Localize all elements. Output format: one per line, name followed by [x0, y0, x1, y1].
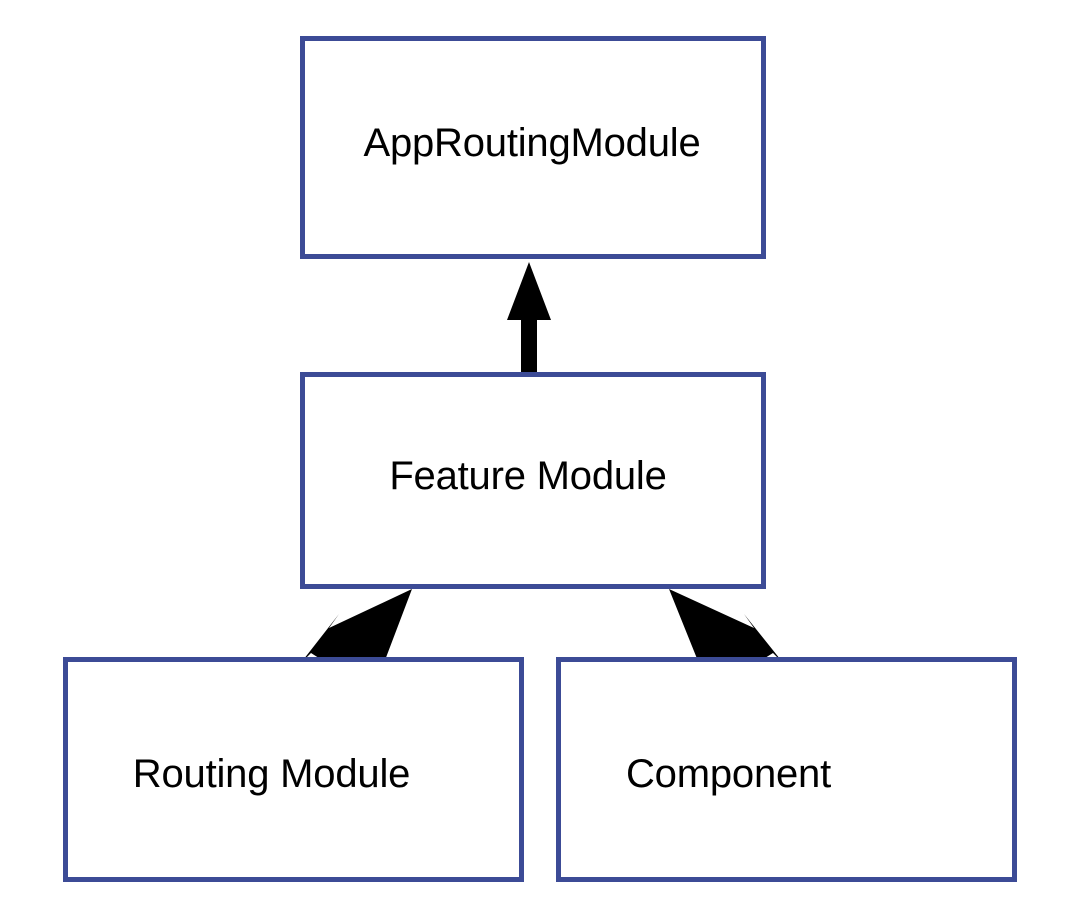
- node-component[interactable]: Component: [556, 657, 1017, 882]
- arrow-up-shaft-and-head: [507, 262, 551, 373]
- edge-feature-module-to-app-routing-module: [507, 262, 551, 373]
- node-label-feature-module: Feature Module: [389, 454, 667, 498]
- node-app-routing-module[interactable]: AppRoutingModule: [300, 36, 766, 259]
- node-routing-module[interactable]: Routing Module: [63, 657, 524, 882]
- node-label-routing-module: Routing Module: [132, 752, 411, 796]
- node-label-app-routing-module: AppRoutingModule: [363, 121, 701, 165]
- node-feature-module[interactable]: Feature Module: [300, 372, 766, 589]
- node-label-component: Component: [626, 752, 831, 796]
